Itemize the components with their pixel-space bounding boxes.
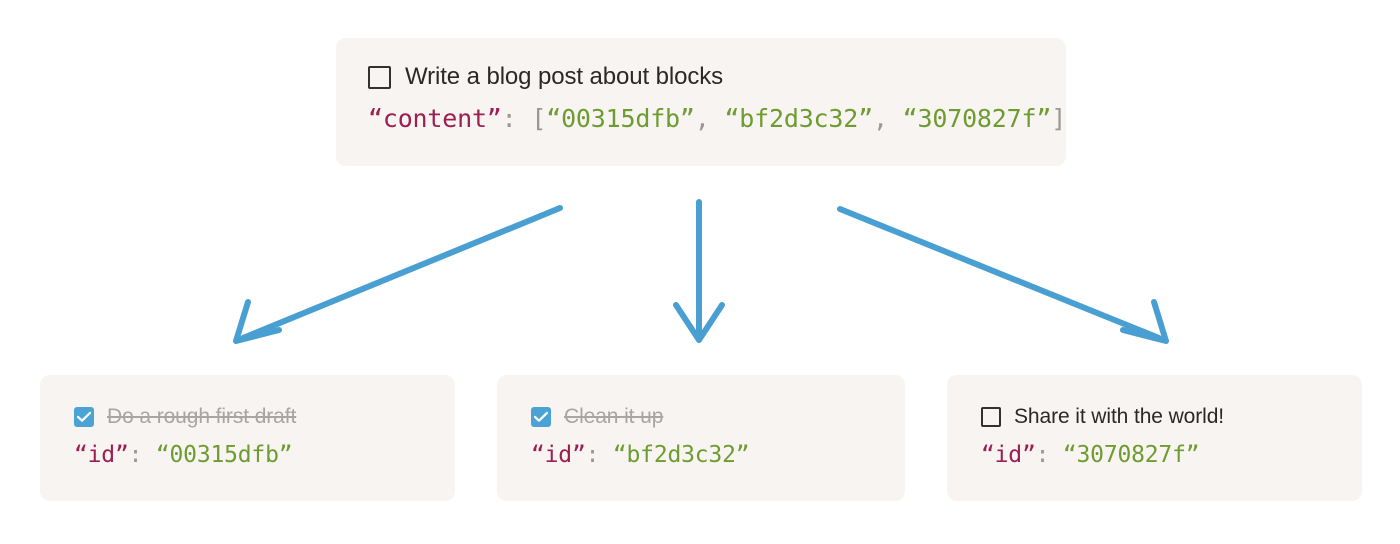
code-key: “id” <box>531 442 586 468</box>
child-todo-row[interactable]: Clean it up <box>531 405 883 428</box>
child-card-content: Clean it up “id”: “bf2d3c32” <box>531 405 883 469</box>
child-todo-label: Clean it up <box>564 405 664 428</box>
code-colon: : <box>1035 442 1063 468</box>
child-block-card[interactable]: Do a rough first draft “id”: “00315dfb” <box>40 375 455 501</box>
code-colon: : <box>501 104 532 133</box>
checkbox-checked-icon[interactable] <box>531 406 551 427</box>
child-code-line: “id”: “3070827f” <box>981 441 1340 469</box>
code-open-bracket: [ <box>531 104 547 133</box>
code-close-bracket: ] <box>1051 104 1067 133</box>
child-code-line: “id”: “00315dfb” <box>74 441 433 469</box>
code-key: “content” <box>368 104 502 133</box>
child-todo-row[interactable]: Share it with the world! <box>981 405 1340 428</box>
child-todo-label: Do a rough first draft <box>107 405 297 428</box>
parent-block-card[interactable]: Write a blog post about blocks “content”… <box>336 38 1066 166</box>
child-card-content: Share it with the world! “id”: “3070827f… <box>981 405 1340 469</box>
checkbox-empty-icon[interactable] <box>981 406 1001 427</box>
parent-card-content: Write a blog post about blocks “content”… <box>368 64 1066 134</box>
code-key: “id” <box>981 442 1036 468</box>
child-todo-label: Share it with the world! <box>1014 405 1225 428</box>
code-value: “00315dfb” <box>155 442 293 468</box>
checkbox-empty-icon[interactable] <box>368 65 391 89</box>
child-card-content: Do a rough first draft “id”: “00315dfb” <box>74 405 433 469</box>
code-value-1: “bf2d3c32” <box>724 104 873 133</box>
child-code-line: “id”: “bf2d3c32” <box>531 441 883 469</box>
child-todo-row[interactable]: Do a rough first draft <box>74 405 433 428</box>
parent-todo-label: Write a blog post about blocks <box>405 63 724 90</box>
code-separator-1: , <box>872 104 903 133</box>
code-value: “3070827f” <box>1062 442 1200 468</box>
child-block-card[interactable]: Clean it up “id”: “bf2d3c32” <box>497 375 905 501</box>
arrow-to-third-child <box>837 206 1169 344</box>
code-key: “id” <box>74 442 129 468</box>
code-separator-0: , <box>694 104 725 133</box>
child-block-card[interactable]: Share it with the world! “id”: “3070827f… <box>947 375 1362 501</box>
code-value-0: “00315dfb” <box>546 104 695 133</box>
arrow-to-second-child <box>673 199 725 343</box>
code-value-2: “3070827f” <box>902 104 1052 133</box>
parent-todo-row[interactable]: Write a blog post about blocks <box>368 64 1040 90</box>
arrow-to-first-child <box>233 205 563 344</box>
parent-code-line: “content”: [“00315dfb”, “bf2d3c32”, “307… <box>368 104 1066 134</box>
code-value: “bf2d3c32” <box>612 442 750 468</box>
code-colon: : <box>585 442 613 468</box>
code-colon: : <box>128 442 156 468</box>
checkbox-checked-icon[interactable] <box>74 406 94 427</box>
